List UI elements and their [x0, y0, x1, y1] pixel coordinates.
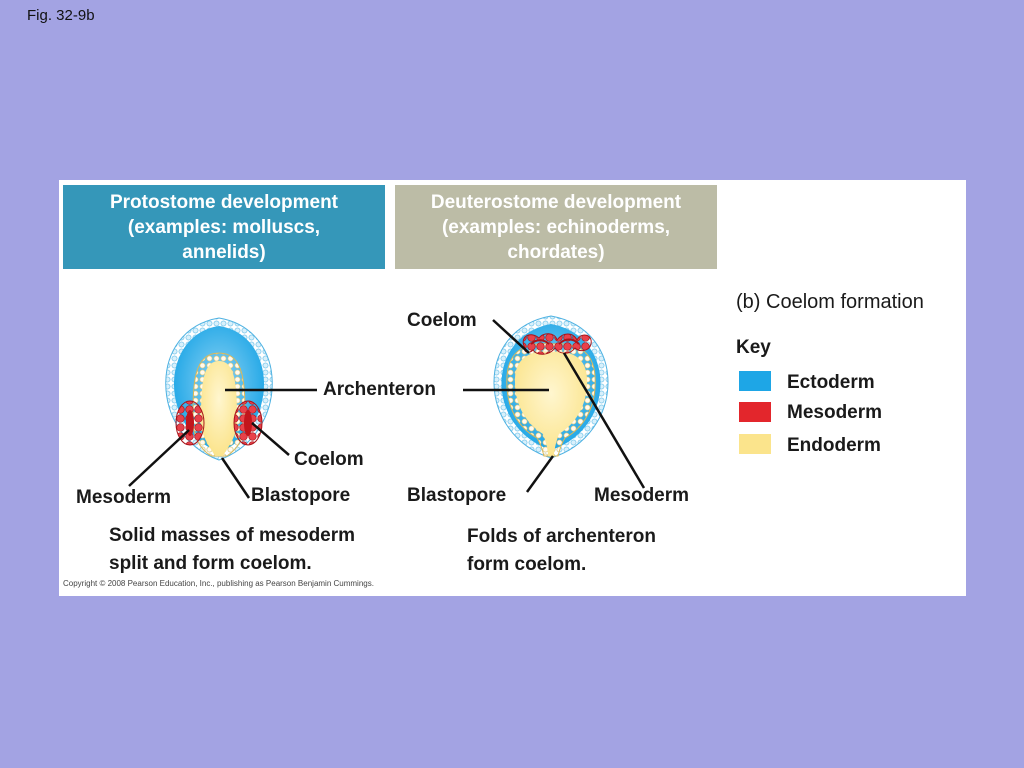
protostome-header-line-1: Protostome development	[109, 191, 339, 213]
deuterostome-caption-line-2: form coelom.	[467, 554, 587, 575]
protostome-header-line-2: (examples: molluscs,	[127, 216, 321, 238]
key-label-endoderm: Endoderm	[787, 435, 881, 456]
deuterostome-coelom-label: Coelom	[407, 310, 477, 331]
protostome-caption-line-2: split and form coelom.	[109, 553, 312, 574]
protostome-mesoderm-label: Mesoderm	[76, 487, 172, 508]
key-label-ectoderm: Ectoderm	[787, 372, 875, 393]
deuterostome-header: Deuterostome development (examples: echi…	[395, 185, 717, 269]
deuterostome-blastopore-label: Blastopore	[407, 485, 507, 506]
key-heading: Key	[736, 337, 771, 358]
archenteron-label: Archenteron	[323, 379, 436, 400]
key-label-mesoderm: Mesoderm	[787, 402, 883, 423]
embryo-illustrations	[128, 315, 646, 499]
deuterostome-header-line-2: (examples: echinoderms,	[441, 216, 671, 238]
protostome-caption-line-1: Solid masses of mesoderm	[109, 525, 356, 546]
deuterostome-header-line-3: chordates)	[507, 241, 605, 263]
leader-lines	[128, 319, 646, 499]
deuterostome-caption-line-1: Folds of archenteron	[467, 526, 656, 547]
figure-panel: Protostome development (examples: mollus…	[59, 180, 966, 596]
deuterostome-embryo	[493, 315, 609, 459]
protostome-header-line-3: annelids)	[182, 241, 266, 263]
key-swatch-ectoderm	[739, 371, 771, 391]
deuterostome-caption: Folds of archenteron form coelom.	[467, 523, 656, 579]
figure-label: Fig. 32-9b	[27, 7, 95, 24]
key-swatch-mesoderm	[739, 402, 771, 422]
deuterostome-mesoderm-label: Mesoderm	[594, 485, 690, 506]
figure-title: (b) Coelom formation	[736, 291, 924, 313]
protostome-embryo	[165, 317, 273, 461]
protostome-coelom-label: Coelom	[294, 449, 364, 470]
deuterostome-header-line-1: Deuterostome development	[430, 191, 682, 213]
copyright-notice: Copyright © 2008 Pearson Education, Inc.…	[63, 579, 374, 588]
key-swatch-endoderm	[739, 434, 771, 454]
protostome-blastopore-label: Blastopore	[251, 485, 351, 506]
protostome-header: Protostome development (examples: mollus…	[63, 185, 385, 269]
protostome-caption: Solid masses of mesoderm split and form …	[109, 522, 355, 578]
